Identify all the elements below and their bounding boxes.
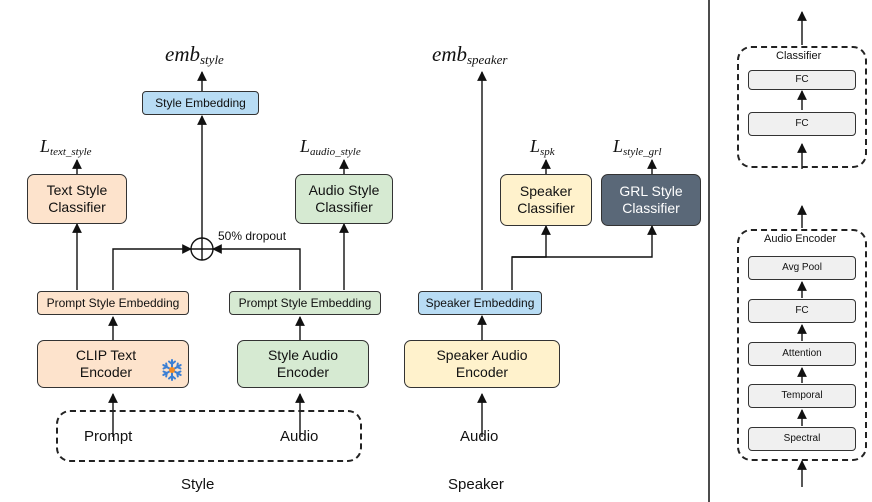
speaker-classifier-label: Speaker Classifier — [517, 183, 575, 216]
emb-speaker-output: embspeaker — [432, 42, 508, 67]
encoder-layer-fc-label: FC — [795, 305, 809, 316]
text-style-classifier-box: Text Style Classifier — [27, 174, 127, 224]
speaker-classifier-box: Speaker Classifier — [500, 174, 592, 226]
grl-style-classifier-label: GRL Style Classifier — [619, 183, 683, 216]
arrow-prompt-emb-to-sum — [112, 244, 192, 290]
style-inputs-group — [56, 410, 362, 462]
classifier-panel-title: Classifier — [776, 50, 822, 62]
speaker-audio-encoder-box: Speaker Audio Encoder — [404, 340, 560, 388]
speaker-embedding-box: Speaker Embedding — [418, 291, 542, 315]
prompt-style-embedding-right-label: Prompt Style Embedding — [238, 296, 372, 310]
encoder-layer-fc: FC — [748, 299, 856, 323]
audio-encoder-panel-title: Audio Encoder — [764, 233, 837, 245]
arrow-audio-emb-to-sum — [212, 244, 301, 290]
loss-audio-style: Laudio_style — [300, 136, 361, 158]
loss-spk: Lspk — [530, 136, 555, 158]
arrow-speaker-emb-to-speaker-classifier — [511, 225, 551, 290]
arrow-speaker-emb-to-grl-classifier — [512, 225, 657, 258]
encoder-layer-avg-pool-label: Avg Pool — [782, 262, 822, 273]
encoder-layer-attention: Attention — [748, 342, 856, 366]
style-audio-encoder-box: Style Audio Encoder — [237, 340, 369, 388]
style-embedding-box: Style Embedding — [142, 91, 259, 115]
encoder-layer-spectral: Spectral — [748, 427, 856, 451]
classifier-layer-fc-bottom: FC — [748, 112, 856, 136]
snowflake-icon — [162, 359, 182, 381]
classifier-layer-fc-top: FC — [748, 70, 856, 90]
prompt-style-embedding-right-box: Prompt Style Embedding — [229, 291, 381, 315]
encoder-layer-spectral-label: Spectral — [783, 433, 821, 444]
encoder-layer-temporal-label: Temporal — [781, 390, 823, 401]
grl-style-classifier-box: GRL Style Classifier — [601, 174, 701, 226]
encoder-layer-temporal: Temporal — [748, 384, 856, 408]
prompt-style-embedding-left-box: Prompt Style Embedding — [37, 291, 189, 315]
audio-encoder-panel — [737, 229, 867, 461]
emb-style-output: embstyle — [165, 42, 224, 67]
style-caption: Style — [181, 476, 215, 493]
speaker-audio-input-label: Audio — [460, 428, 499, 445]
speaker-caption: Speaker — [448, 476, 504, 493]
classifier-layer-fc-bottom-label: FC — [795, 118, 809, 129]
style-embedding-label: Style Embedding — [155, 96, 246, 110]
style-audio-encoder-label: Style Audio Encoder — [267, 347, 339, 380]
clip-text-encoder-label: CLIP Text Encoder — [75, 347, 137, 380]
speaker-embedding-label: Speaker Embedding — [425, 296, 535, 310]
prompt-style-embedding-left-label: Prompt Style Embedding — [46, 296, 180, 310]
loss-style-grl: Lstyle_grl — [613, 136, 662, 158]
dropout-label: 50% dropout — [218, 229, 287, 243]
encoder-layer-avg-pool: Avg Pool — [748, 256, 856, 280]
audio-style-classifier-box: Audio Style Classifier — [295, 174, 393, 224]
encoder-layer-attention-label: Attention — [782, 348, 822, 359]
prompt-input-label: Prompt — [84, 428, 133, 445]
text-style-classifier-label: Text Style Classifier — [46, 182, 108, 215]
audio-style-classifier-label: Audio Style Classifier — [308, 182, 380, 215]
classifier-panel — [737, 46, 867, 168]
speaker-audio-encoder-label: Speaker Audio Encoder — [436, 347, 528, 380]
clip-text-encoder-box: CLIP Text Encoder — [37, 340, 189, 388]
sum-node — [190, 237, 214, 261]
loss-text-style: Ltext_style — [40, 136, 92, 158]
classifier-layer-fc-top-label: FC — [795, 74, 809, 85]
style-audio-input-label: Audio — [280, 428, 319, 445]
